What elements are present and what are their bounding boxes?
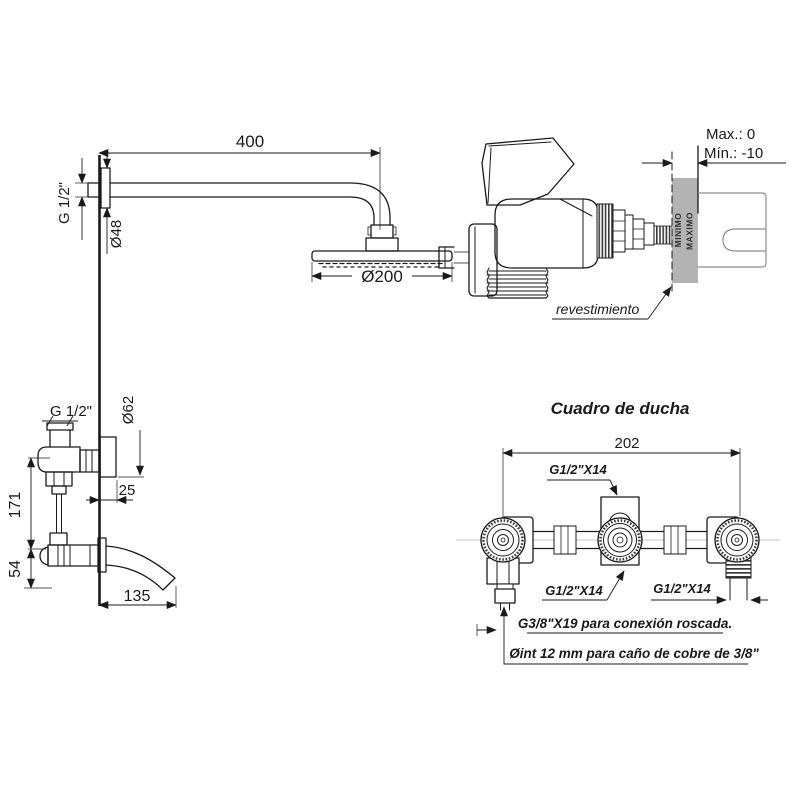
threaded-end bbox=[486, 267, 549, 299]
note-threaded-label: G3/8"X19 para conexión roscada. bbox=[518, 616, 732, 631]
dim-spout-drop: 54 bbox=[7, 548, 52, 589]
max-label: Max.: 0 bbox=[706, 126, 755, 143]
inlet-stub bbox=[438, 246, 470, 269]
spout bbox=[39, 532, 176, 591]
dim-arm-length-label: 400 bbox=[236, 132, 264, 151]
dim-arm-flange: Ø48 bbox=[103, 152, 125, 254]
dim-spout-length-label: 135 bbox=[124, 588, 151, 605]
dim-valve-to-spout: 171 bbox=[7, 457, 50, 550]
dim-head-diameter-label: Ø200 bbox=[361, 267, 403, 286]
shower-front-view: 400 G 1/2" Ø48 bbox=[7, 132, 453, 609]
dim-arm-flange-label: Ø48 bbox=[108, 220, 125, 248]
thread-top-label: G1/2"X14 bbox=[549, 462, 607, 477]
wall-covering-band bbox=[672, 178, 698, 283]
dim-valve-thread: G 1/2" bbox=[42, 403, 92, 427]
dim-arm-thread: G 1/2" bbox=[56, 158, 86, 240]
note-copper-pipe: Øint 12 mm para caño de cobre de 3/8" bbox=[500, 606, 759, 665]
shower-head: Ø200 bbox=[311, 250, 453, 286]
cartridge bbox=[596, 203, 673, 259]
dim-max-min: Max.: 0 Mín.: -10 bbox=[642, 126, 786, 167]
dim-spout-drop-label: 54 bbox=[7, 560, 24, 578]
revestimiento-label: revestimiento bbox=[556, 301, 639, 317]
dim-arm-thread-label: G 1/2" bbox=[56, 182, 73, 224]
dim-valve-thread-label: G 1/2" bbox=[50, 403, 92, 420]
valve-body-section bbox=[468, 137, 673, 299]
label-thread-bottom-center: G1/2"X14 bbox=[542, 570, 625, 601]
shower-arm bbox=[75, 167, 399, 252]
dim-valve-flange: Ø62 bbox=[118, 396, 144, 478]
label-thread-top: G1/2"X14 bbox=[547, 462, 618, 496]
shower-panel-view: Cuadro de ducha 202 bbox=[456, 399, 780, 665]
center-valve bbox=[597, 496, 643, 566]
valve-section-view: MINIMO MAXIMO Max.: 0 Mín.: -10 revestim… bbox=[438, 126, 786, 320]
thread-bottom-right-label: G1/2"X14 bbox=[653, 581, 711, 596]
dim-valve-flange-label: Ø62 bbox=[120, 396, 137, 424]
note-copper-label: Øint 12 mm para caño de cobre de 3/8" bbox=[509, 646, 759, 661]
dim-spout-length: 135 bbox=[98, 586, 177, 609]
dim-panel-width: 202 bbox=[502, 435, 741, 516]
thread-bottom-center-label: G1/2"X14 bbox=[545, 583, 603, 598]
band-word-min: MINIMO bbox=[673, 213, 683, 248]
dim-panel-width-label: 202 bbox=[614, 435, 639, 452]
spline-stem bbox=[653, 225, 673, 245]
panel-title: Cuadro de ducha bbox=[551, 399, 690, 418]
min-label: Mín.: -10 bbox=[704, 145, 763, 162]
right-elbow bbox=[706, 516, 760, 601]
trim-sleeve bbox=[698, 192, 767, 268]
dim-wall-offset-label: 25 bbox=[119, 482, 136, 499]
dim-valve-to-spout-label: 171 bbox=[7, 492, 24, 519]
leader-revestimiento: revestimiento bbox=[552, 286, 672, 320]
dim-arm-length: 400 bbox=[98, 132, 381, 230]
mixer-valve bbox=[37, 422, 117, 534]
band-word-max: MAXIMO bbox=[685, 212, 695, 250]
connecting-pipes bbox=[532, 525, 708, 555]
dim-wall-offset: 25 bbox=[86, 480, 136, 504]
left-elbow bbox=[480, 516, 534, 611]
note-threaded-connection: G3/8"X19 para conexión roscada. bbox=[476, 616, 732, 636]
label-thread-bottom-right: G1/2"X14 bbox=[651, 581, 768, 604]
